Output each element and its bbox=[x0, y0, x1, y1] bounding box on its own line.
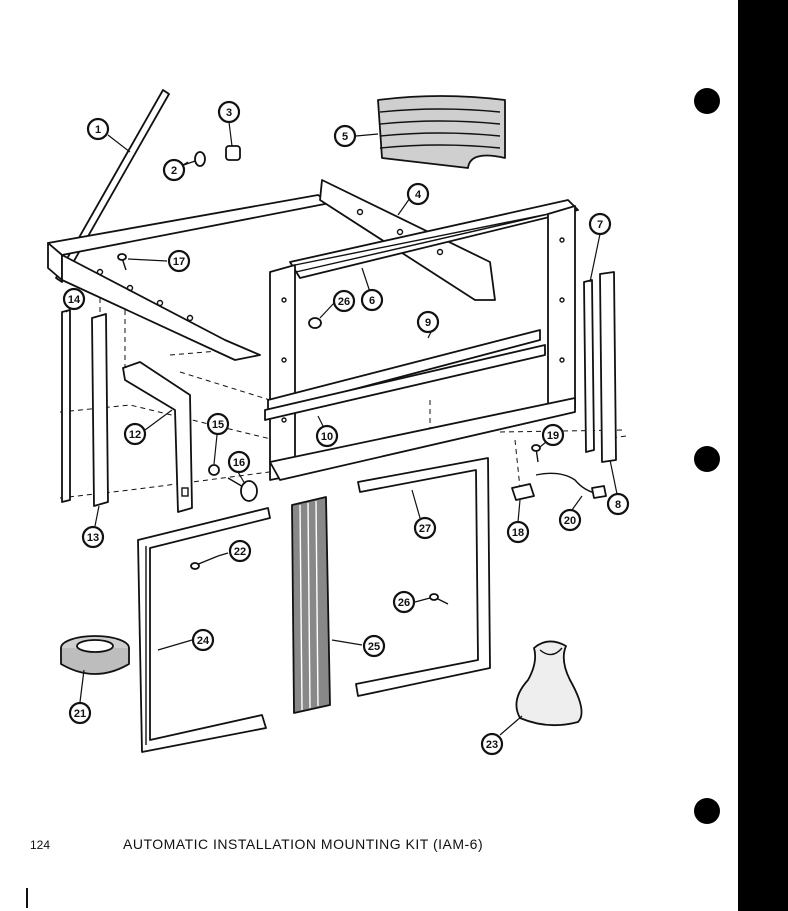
svg-text:13: 13 bbox=[87, 532, 99, 544]
svg-text:23: 23 bbox=[486, 739, 498, 751]
callout-4: 4 bbox=[406, 182, 430, 206]
punch-hole-top bbox=[694, 88, 720, 114]
part-28-plug bbox=[308, 317, 322, 329]
callout-21: 21 bbox=[68, 701, 92, 725]
svg-text:5: 5 bbox=[342, 131, 348, 143]
part-23-hardware-bag bbox=[515, 640, 583, 727]
svg-text:7: 7 bbox=[597, 219, 603, 231]
callouts: 1 2 3 4 5 6 7 8 9 10 12 13 14 15 16 17 1… bbox=[62, 100, 630, 756]
page-title: AUTOMATIC INSTALLATION MOUNTING KIT (IAM… bbox=[123, 836, 484, 852]
part-14-side-strip bbox=[61, 309, 71, 503]
callout-7: 7 bbox=[588, 212, 612, 236]
svg-text:27: 27 bbox=[419, 523, 431, 535]
edge-mark bbox=[26, 888, 28, 908]
svg-text:24: 24 bbox=[197, 635, 210, 647]
part-8-side-strip bbox=[599, 271, 617, 463]
svg-text:16: 16 bbox=[233, 457, 245, 469]
callout-27: 27 bbox=[413, 516, 437, 540]
callout-26: 26 bbox=[332, 289, 356, 313]
part-27-right-filler-frame bbox=[355, 457, 491, 697]
main-window-frame bbox=[269, 205, 576, 481]
binding-strip bbox=[738, 0, 788, 911]
callout-26: 26 bbox=[392, 590, 416, 614]
callout-16: 16 bbox=[227, 450, 251, 474]
part-16-knob bbox=[227, 477, 258, 502]
part-1-support-rod bbox=[55, 89, 170, 283]
part-3-nut bbox=[225, 145, 241, 161]
part-22-screw bbox=[190, 555, 219, 570]
part-4-top-rail bbox=[289, 199, 579, 279]
svg-text:9: 9 bbox=[425, 317, 431, 329]
svg-text:6: 6 bbox=[369, 295, 375, 307]
part-12-support-bracket bbox=[122, 361, 193, 513]
part-13-side-strip bbox=[91, 313, 109, 507]
callout-12: 12 bbox=[123, 422, 147, 446]
svg-text:1: 1 bbox=[95, 124, 101, 136]
callout-6: 6 bbox=[360, 288, 384, 312]
callout-5: 5 bbox=[333, 124, 357, 148]
svg-text:4: 4 bbox=[415, 189, 422, 201]
callout-18: 18 bbox=[506, 520, 530, 544]
part-15-nut bbox=[208, 464, 220, 476]
part-21-foam-tape-roll bbox=[60, 635, 130, 675]
part-9-middle-rail bbox=[267, 329, 541, 413]
svg-text:25: 25 bbox=[368, 641, 380, 653]
page-number: 124 bbox=[30, 838, 51, 852]
part-17-screw bbox=[117, 253, 127, 271]
svg-text:22: 22 bbox=[234, 546, 246, 558]
part-26-screw bbox=[429, 593, 449, 605]
svg-text:2: 2 bbox=[171, 165, 177, 177]
callout-23: 23 bbox=[480, 732, 504, 756]
svg-text:14: 14 bbox=[68, 294, 81, 306]
callout-15: 15 bbox=[206, 412, 230, 436]
part-10-lower-rail bbox=[264, 344, 546, 421]
svg-text:21: 21 bbox=[74, 708, 86, 720]
part-19-screw bbox=[531, 444, 541, 463]
part-18-clip bbox=[511, 483, 535, 501]
callout-25: 25 bbox=[362, 634, 386, 658]
svg-text:12: 12 bbox=[129, 429, 141, 441]
part-7-side-strip bbox=[583, 279, 595, 453]
svg-text:19: 19 bbox=[547, 430, 559, 442]
punch-hole-middle bbox=[694, 446, 720, 472]
callout-13: 13 bbox=[81, 525, 105, 549]
leader-lines bbox=[65, 121, 618, 736]
svg-text:20: 20 bbox=[564, 515, 576, 527]
callout-22: 22 bbox=[228, 539, 252, 563]
callout-10: 10 bbox=[315, 424, 339, 448]
page-footer: 124 AUTOMATIC INSTALLATION MOUNTING KIT … bbox=[0, 836, 730, 856]
svg-text:10: 10 bbox=[321, 431, 333, 443]
callout-8: 8 bbox=[606, 492, 630, 516]
part-6-rail-channel bbox=[295, 207, 576, 273]
callout-24: 24 bbox=[191, 628, 215, 652]
svg-text:15: 15 bbox=[212, 419, 224, 431]
svg-text:8: 8 bbox=[615, 499, 621, 511]
part-25-accordion-panel bbox=[291, 496, 331, 714]
part-24-left-filler-frame bbox=[137, 507, 271, 753]
svg-text:26: 26 bbox=[338, 296, 350, 308]
callout-19: 19 bbox=[541, 423, 565, 447]
svg-text:3: 3 bbox=[226, 107, 232, 119]
part-20-ground-wire bbox=[535, 472, 607, 499]
top-mounting-frame bbox=[47, 179, 496, 361]
punch-hole-bottom bbox=[694, 798, 720, 824]
svg-text:26: 26 bbox=[398, 597, 410, 609]
callout-9: 9 bbox=[416, 310, 440, 334]
callout-3: 3 bbox=[217, 100, 241, 124]
callout-2: 2 bbox=[162, 158, 186, 182]
callout-14: 14 bbox=[62, 287, 86, 311]
callout-1: 1 bbox=[86, 117, 110, 141]
callout-20: 20 bbox=[558, 508, 582, 532]
part-5-foam-seal bbox=[377, 95, 506, 169]
svg-text:17: 17 bbox=[173, 256, 185, 268]
callout-17: 17 bbox=[167, 249, 191, 273]
svg-text:18: 18 bbox=[512, 527, 524, 539]
